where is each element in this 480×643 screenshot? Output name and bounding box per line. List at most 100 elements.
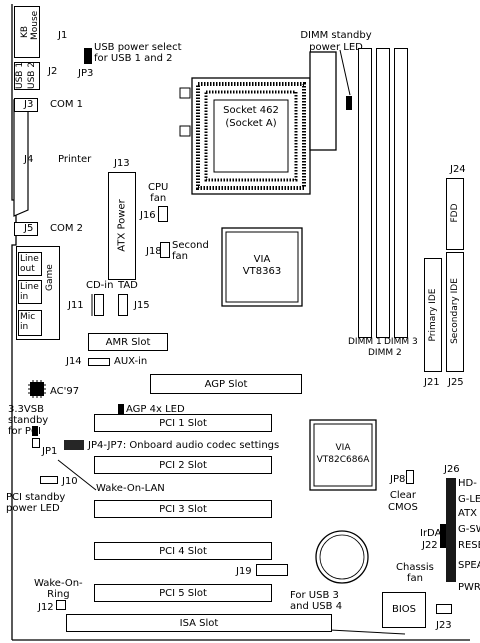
jp4-jp7-label: JP4-JP7: Onboard audio codec settings — [88, 440, 280, 451]
bios-label: BIOS — [391, 604, 417, 615]
j12-label: J12 — [38, 602, 54, 613]
north-bridge-label: VIA VT8363 — [242, 254, 282, 277]
aux-connector — [88, 358, 110, 366]
agp-slot: AGP Slot — [150, 374, 302, 394]
j1-label: J1 — [58, 30, 68, 41]
dimm3-slot — [394, 48, 408, 338]
wol-label: Wake-On-LAN — [96, 483, 165, 494]
game-label: Game — [45, 264, 55, 291]
pci4-slot: PCI 4 Slot — [94, 542, 272, 560]
dimm3-label: DIMM 3 — [384, 337, 418, 347]
ps2-connector — [14, 6, 40, 58]
usb-power-label: USB power select for USB 1 and 2 — [94, 42, 182, 64]
chassis-fan-label: Chassis fan — [396, 562, 434, 584]
line-out-jack: Line out — [18, 252, 42, 276]
hd-label: HD- — [458, 478, 477, 489]
south-bridge-label: VIA VT82C686A — [316, 443, 370, 465]
kb-label: KB — [20, 25, 30, 38]
j15-label: J15 — [134, 300, 150, 311]
second-fan-connector — [160, 242, 170, 258]
socket-pins — [191, 77, 311, 195]
com1-connector — [14, 98, 38, 112]
mic-in-jack: Mic in — [18, 310, 42, 336]
j4-label: J4 — [24, 154, 34, 165]
jp1-jumper — [32, 438, 40, 448]
j11-label: J11 — [68, 300, 84, 311]
mouse-label: Mouse — [30, 10, 40, 40]
usb34-header — [256, 564, 288, 576]
irda-connector — [440, 524, 446, 548]
atx-label: ATX — [458, 508, 478, 519]
j21-label: J21 — [424, 377, 440, 388]
jp3-label: JP3 — [78, 68, 94, 79]
j24-label: J24 — [450, 164, 466, 175]
wake-ring-label: Wake-On- Ring — [34, 578, 83, 600]
j18-label: J18 — [146, 246, 162, 257]
dimm-led-label: DIMM standby power LED — [300, 30, 372, 53]
atx-power-label: ATX Power — [116, 199, 128, 252]
jp3-jumper — [84, 48, 92, 64]
clear-cmos-label: Clear CMOS — [388, 490, 418, 513]
tad-connector — [118, 294, 128, 316]
standby-label: 3.3VSB standby for PCI — [8, 404, 49, 437]
j22-label: J22 — [422, 540, 438, 551]
primary-ide-connector — [424, 258, 442, 372]
primary-ide-label: Primary IDE — [428, 288, 438, 342]
cdin-label: CD-in — [86, 280, 114, 291]
atx-power-connector — [108, 172, 136, 280]
secondary-ide-connector — [446, 252, 464, 372]
rese-label: RESE — [458, 540, 480, 551]
spea-label: SPEA — [458, 560, 480, 571]
jp8-jumper — [406, 470, 414, 484]
usb1-label: USB 1 — [15, 61, 25, 89]
dimm1-label: DIMM 1 — [348, 337, 382, 347]
agp-led-label: AGP 4x LED — [126, 404, 185, 415]
pci-led-label: PCI standby power LED — [6, 492, 66, 514]
cpu-fan-connector — [158, 206, 168, 222]
isa-slot: ISA Slot — [66, 614, 332, 632]
j25-label: J25 — [448, 377, 464, 388]
j23-label: J23 — [436, 620, 452, 631]
fdd-connector — [446, 178, 464, 250]
dimm1-slot — [358, 48, 372, 338]
wake-ring-connector — [56, 600, 66, 610]
usb34-label: For USB 3 and USB 4 — [290, 590, 343, 612]
gsw-label: G-SW — [458, 524, 480, 535]
j10-label: J10 — [62, 476, 78, 487]
j19-label: J19 — [236, 566, 252, 577]
amr-slot: AMR Slot — [88, 333, 168, 351]
agp-led — [118, 404, 124, 416]
j2-label: J2 — [48, 66, 58, 77]
com2-connector — [14, 222, 38, 236]
pci-led — [32, 426, 38, 436]
secondary-ide-label: Secondary IDE — [450, 278, 460, 344]
com1-label: COM 1 — [50, 99, 84, 110]
pci2-slot: PCI 2 Slot — [94, 456, 272, 474]
j14-label: J14 — [66, 356, 82, 367]
j5-label: J5 — [24, 223, 34, 234]
usb2-label: USB 2 — [27, 61, 37, 89]
printer-label: Printer — [58, 154, 92, 165]
cpu-fan-label: CPU fan — [148, 182, 169, 204]
socket-label: Socket 462 (Socket A) — [223, 105, 279, 129]
tad-label: TAD — [118, 280, 138, 291]
second-fan-label: Second fan — [172, 240, 209, 262]
usb-connector — [14, 62, 40, 90]
dimm-led — [346, 96, 352, 110]
aux-in-label: AUX-in — [114, 356, 148, 367]
jp1-label: JP1 — [42, 446, 58, 457]
jp4-jp7-jumpers — [64, 440, 84, 450]
pci3-slot: PCI 3 Slot — [94, 500, 272, 518]
jp8-label: JP8 — [390, 474, 406, 485]
j13-label: J13 — [114, 158, 130, 169]
pci1-slot: PCI 1 Slot — [94, 414, 272, 432]
bios-chip — [382, 592, 426, 628]
pci5-slot: PCI 5 Slot — [94, 584, 272, 602]
dimm2-slot — [376, 48, 390, 338]
j10-connector — [40, 476, 58, 484]
line-in-jack: Line in — [18, 280, 42, 304]
pwr-label: PWR — [458, 582, 480, 593]
fdd-label: FDD — [450, 203, 460, 223]
dimm2-label: DIMM 2 — [368, 348, 402, 358]
